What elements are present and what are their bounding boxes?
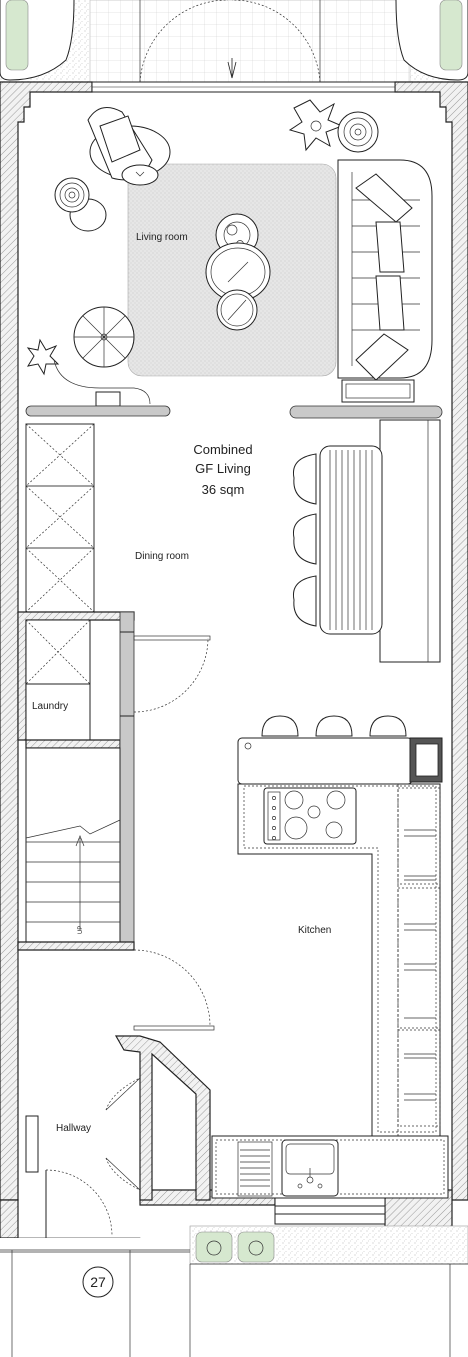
- laundry-label: Laundry: [32, 701, 68, 712]
- dining-bench: [379, 419, 441, 663]
- combined-area-line2: GF Living: [195, 461, 251, 476]
- house-number-badge: 27: [82, 1266, 114, 1298]
- plant-top-right: [288, 99, 379, 153]
- laundry-door: [120, 631, 211, 717]
- sink-counter: [211, 1135, 449, 1199]
- dining-room: Combined GF Living 36 sqm Dining room: [25, 419, 441, 663]
- cooktop: [263, 787, 357, 845]
- armchair: [87, 107, 171, 186]
- combined-area-line1: Combined: [193, 442, 252, 457]
- combined-area-line3: 36 sqm: [202, 482, 245, 497]
- storage-cabinets: [25, 423, 95, 613]
- rear-planter-right: [439, 0, 463, 71]
- stair-direction-label: UP: [78, 926, 84, 934]
- radiator: [25, 1115, 39, 1173]
- front-bay-window: [274, 1197, 386, 1225]
- kitchen-label: Kitchen: [298, 925, 331, 936]
- staircase: UP: [17, 747, 135, 951]
- hallway: Hallway: [17, 1035, 211, 1243]
- kitchen: Kitchen: [211, 715, 449, 1199]
- tv-unit: [341, 379, 415, 403]
- kitchen-wall-units: [397, 787, 441, 1127]
- front-door: [17, 1169, 141, 1243]
- floor-lamp: [26, 338, 151, 407]
- room-divider: [25, 405, 443, 419]
- rear-french-doors: [139, 0, 321, 83]
- side-table-plant: [54, 177, 107, 232]
- rear-planter-left: [5, 0, 29, 71]
- house-number: 27: [90, 1274, 106, 1290]
- living-room: Living room: [26, 99, 433, 407]
- dining-chairs: [292, 453, 317, 627]
- living-room-label: Living room: [136, 232, 188, 243]
- hallway-label: Hallway: [56, 1123, 91, 1134]
- rear-garden: [0, 0, 468, 83]
- coffee-tables: [205, 213, 271, 331]
- front-garden: [0, 1225, 468, 1357]
- hallway-inner-door: [133, 949, 215, 1031]
- kitchen-island: [237, 715, 413, 785]
- sofa: [337, 159, 433, 381]
- pouf: [73, 306, 135, 368]
- dining-table: [319, 445, 383, 635]
- dining-room-label: Dining room: [135, 551, 189, 562]
